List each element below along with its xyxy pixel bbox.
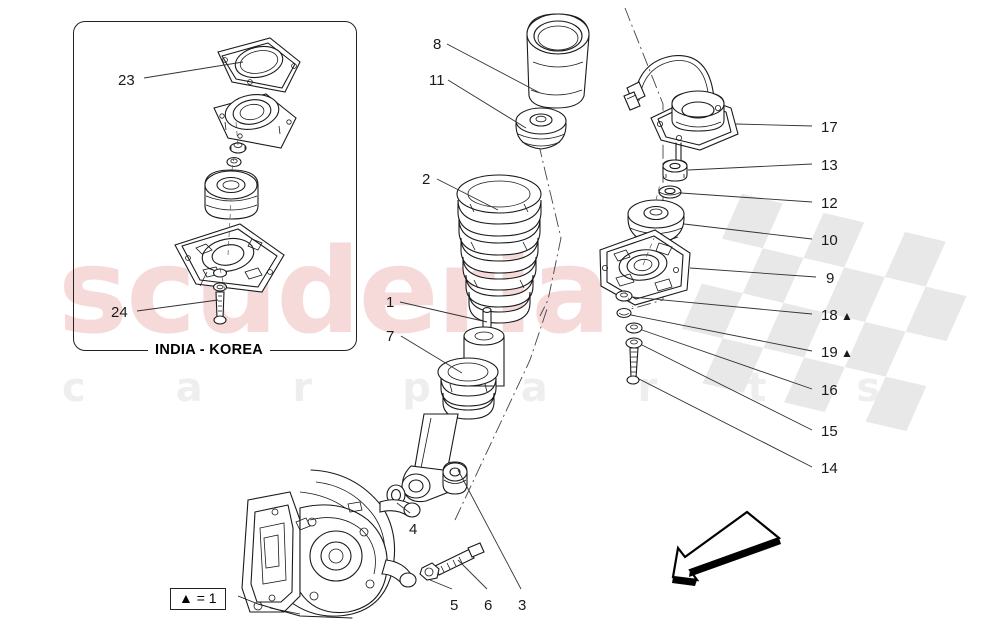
variant-divider-lower [454, 305, 549, 521]
callout-8[interactable]: 8 [433, 37, 441, 52]
right-upper-mount-17 [623, 55, 739, 164]
callout-number: 3 [518, 597, 527, 614]
washer-18 [615, 290, 633, 302]
bolt-14 [626, 347, 640, 385]
callout-number: 12 [821, 195, 838, 212]
leader-23 [143, 61, 244, 79]
callout-16[interactable]: 16 [821, 383, 838, 398]
callout-number: 5 [450, 597, 459, 614]
leader-3 [457, 469, 522, 590]
callout-12[interactable]: 12 [821, 196, 838, 211]
region-variant-label: INDIA - KOREA [148, 342, 271, 358]
callout-19[interactable]: 19 ▲ [821, 345, 853, 360]
callout-number: 2 [422, 171, 431, 188]
variant-divider-left [532, 119, 562, 317]
leader-15 [641, 344, 813, 431]
callout-quantity-marker-icon: ▲ [837, 346, 853, 360]
leader-6 [457, 559, 488, 590]
leader-4 [396, 502, 411, 514]
nut-16 [625, 322, 643, 334]
callout-number: 11 [429, 72, 445, 89]
leader-2 [436, 178, 499, 211]
callout-number: 6 [484, 597, 493, 614]
callout-quantity-marker-icon: ▲ [837, 309, 853, 323]
callout-number: 9 [826, 270, 835, 287]
callout-14[interactable]: 14 [821, 461, 838, 476]
callout-13[interactable]: 13 [821, 158, 838, 173]
orientation-arrow [671, 510, 782, 586]
washer-19 [616, 307, 632, 319]
bolt-6 [434, 542, 485, 576]
callout-9[interactable]: 9 [826, 271, 834, 286]
leader-17 [735, 123, 813, 127]
coil-spring-2 [456, 174, 542, 324]
callout-number: 18 [821, 307, 838, 324]
callout-18[interactable]: 18 ▲ [821, 308, 853, 323]
nut-5 [419, 562, 440, 581]
leader-11 [447, 79, 527, 129]
leader-16 [641, 329, 813, 390]
callout-number: 4 [409, 521, 418, 538]
callout-number: 13 [821, 157, 838, 174]
callout-number: 1 [386, 294, 395, 311]
leader-24 [136, 299, 219, 312]
callout-number: 15 [821, 423, 838, 440]
leader-10 [683, 223, 813, 240]
callout-5[interactable]: 5 [450, 598, 458, 613]
leader-8 [446, 43, 541, 94]
leader-18 [631, 296, 813, 315]
leader-7 [400, 335, 463, 374]
callout-number: 16 [821, 382, 838, 399]
inset-assembly-artwork [174, 37, 301, 325]
callout-10[interactable]: 10 [821, 233, 838, 248]
callout-11[interactable]: 11 [429, 73, 445, 88]
callout-number: 14 [821, 460, 838, 477]
callout-7[interactable]: 7 [386, 329, 394, 344]
callout-number: 8 [433, 36, 442, 53]
quantity-legend: ▲ = 1 [170, 588, 226, 611]
leader-5 [429, 579, 453, 590]
washer-15 [625, 337, 643, 349]
callout-3[interactable]: 3 [518, 598, 526, 613]
callout-number: 19 [821, 344, 838, 361]
callout-number: 10 [821, 232, 838, 249]
callout-number: 17 [821, 119, 838, 136]
callout-number: 24 [111, 304, 128, 321]
callout-15[interactable]: 15 [821, 424, 838, 439]
dust-cover-assembly [526, 13, 590, 109]
mount-plate-9 [599, 229, 691, 306]
callout-17[interactable]: 17 [821, 120, 838, 135]
callout-23[interactable]: 23 [118, 73, 135, 88]
leader-1 [399, 301, 488, 323]
bump-stop-11 [515, 107, 567, 150]
shock-absorber-1 [401, 307, 505, 503]
hub-brake-assembly [237, 469, 421, 619]
bushing-3 [442, 461, 468, 495]
leader-14 [638, 378, 813, 468]
callout-number: 23 [118, 72, 135, 89]
callout-24[interactable]: 24 [111, 305, 128, 320]
callout-number: 7 [386, 328, 395, 345]
callout-2[interactable]: 2 [422, 172, 430, 187]
leader-12 [680, 192, 813, 203]
nut-13 [662, 159, 688, 182]
leader-19 [630, 314, 813, 352]
bump-stop-10 [627, 199, 685, 245]
callout-1[interactable]: 1 [386, 295, 394, 310]
callout-4[interactable]: 4 [409, 522, 417, 537]
dust-boot-7 [437, 357, 499, 420]
leader-9 [689, 267, 817, 278]
leader-13 [687, 163, 813, 171]
washer-12 [658, 185, 682, 199]
callout-6[interactable]: 6 [484, 598, 492, 613]
region-variant-box [73, 21, 357, 351]
